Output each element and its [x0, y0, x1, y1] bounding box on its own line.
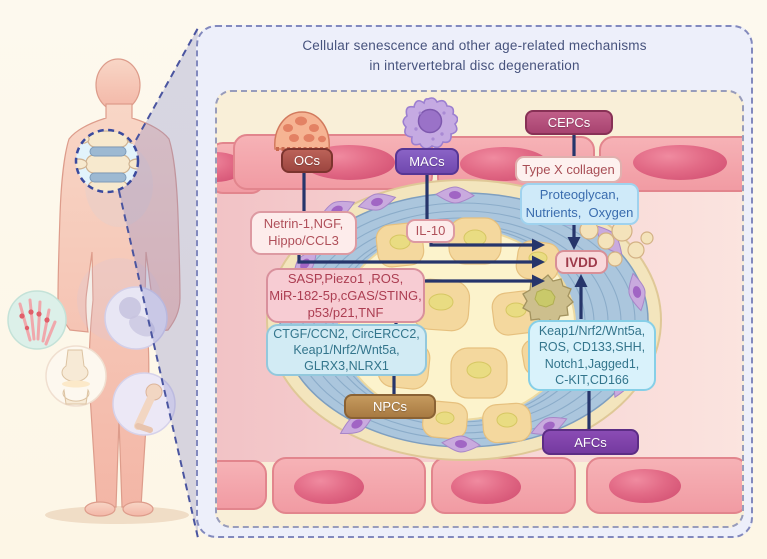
hand-joint-icon: [7, 290, 67, 350]
osteoclast-cell-icon: [274, 111, 330, 151]
vertebra-nucleus: [609, 469, 681, 503]
npcs-label: NPCs: [344, 394, 436, 419]
ocs-label: OCs: [281, 148, 333, 173]
disc-illustration-panel: OCs MACs CEPCs Type X collagen Proteogly…: [215, 90, 744, 528]
mechanism-panel: Cellular senescence and other age-relate…: [196, 25, 753, 538]
page-title: Cellular senescence and other age-relate…: [198, 36, 751, 77]
afcs-label: AFCs: [542, 429, 639, 455]
title-line-1: Cellular senescence and other age-relate…: [302, 38, 647, 53]
macs-label: MACs: [395, 148, 459, 175]
vertebra-nucleus: [633, 145, 727, 180]
vertebra-nucleus: [294, 470, 364, 504]
proteoglycan-box: Proteoglycan, Nutrients, Oxygen: [520, 183, 639, 225]
femur-joint-icon: [112, 372, 176, 436]
netrin-box: Netrin-1,NGF, Hippo/CCL3: [250, 211, 357, 255]
spine-segment-icon: [74, 128, 140, 194]
knee-joint-icon: [45, 345, 107, 407]
osteophyte-debris: [579, 220, 654, 267]
title-line-2: in intervertebral disc degeneration: [369, 58, 580, 74]
ctgf-box: CTGF/CCN2, CircERCC2, Keap1/Nrf2/Wnt5a, …: [266, 324, 427, 376]
macrophage-cell-icon: [402, 97, 458, 150]
human-figure-illustration: [7, 27, 199, 539]
il10-box: IL-10: [406, 219, 455, 243]
vertebra-nucleus: [451, 470, 521, 504]
vertebra-block: [217, 460, 267, 510]
type-x-collagen-box: Type X collagen: [515, 156, 622, 183]
cepcs-label: CEPCs: [525, 110, 613, 135]
ivdd-box: IVDD: [555, 250, 608, 274]
sasp-box: SASP,Piezo1 ,ROS, MiR-182-5p,cGAS/STING,…: [266, 268, 425, 323]
floor-shadow: [45, 506, 189, 524]
keap1-box: Keap1/Nrf2/Wnt5a, ROS, CD133,SHH, Notch1…: [528, 320, 656, 391]
